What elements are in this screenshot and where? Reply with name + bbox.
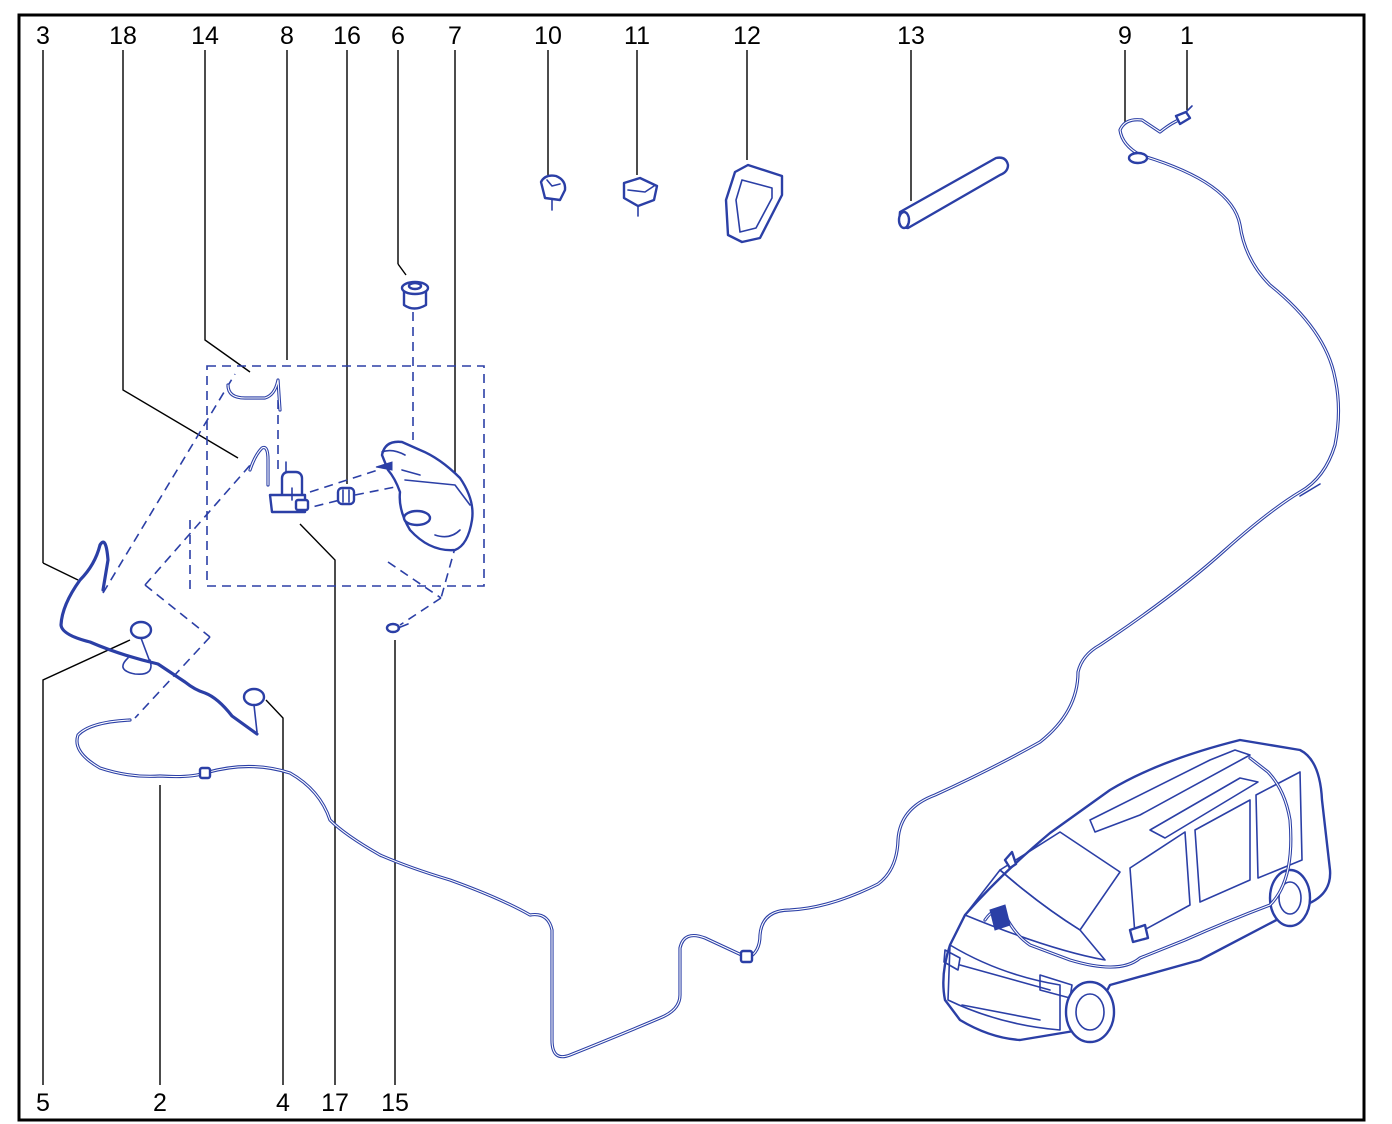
callout-1: 1 xyxy=(1180,22,1194,50)
bracket-12 xyxy=(724,163,784,244)
assembly-dashed-lines xyxy=(102,312,485,719)
screw-15 xyxy=(385,622,409,634)
clip-11 xyxy=(622,176,659,217)
callout-14: 14 xyxy=(191,22,219,50)
callout-7: 7 xyxy=(448,22,462,50)
clip-10 xyxy=(539,174,567,211)
grommet-16 xyxy=(336,486,356,506)
callout-12: 12 xyxy=(733,22,761,50)
hose-14 xyxy=(226,378,282,412)
nozzle-4 xyxy=(242,687,266,733)
callout-5: 5 xyxy=(36,1089,50,1117)
callout-2: 2 xyxy=(153,1089,167,1117)
vehicle-inset xyxy=(942,738,1332,1044)
tube-13 xyxy=(897,156,1010,230)
callout-11: 11 xyxy=(624,22,650,50)
callout-15: 15 xyxy=(381,1089,409,1117)
callout-6: 6 xyxy=(391,22,405,50)
hose-18 xyxy=(248,445,270,487)
washer-reservoir-7 xyxy=(375,440,474,552)
callout-labels: 3 18 14 8 16 6 7 10 11 12 13 9 1 5 2 4 1… xyxy=(36,22,1194,1117)
nozzle-5 xyxy=(122,620,153,676)
diagram-frame xyxy=(17,13,1366,1122)
callout-10: 10 xyxy=(534,22,562,50)
callout-17: 17 xyxy=(321,1089,349,1117)
filler-cap-6 xyxy=(400,280,430,310)
rear-washer-hose xyxy=(59,105,1341,1059)
leader-lines xyxy=(42,50,1188,1085)
callout-9: 9 xyxy=(1118,22,1132,50)
callout-4: 4 xyxy=(276,1089,290,1117)
callout-16: 16 xyxy=(333,22,361,50)
callout-18: 18 xyxy=(109,22,137,50)
callout-8: 8 xyxy=(280,22,294,50)
callout-3: 3 xyxy=(36,22,50,50)
callout-13: 13 xyxy=(897,22,925,50)
washer-pump-17 xyxy=(268,461,310,514)
